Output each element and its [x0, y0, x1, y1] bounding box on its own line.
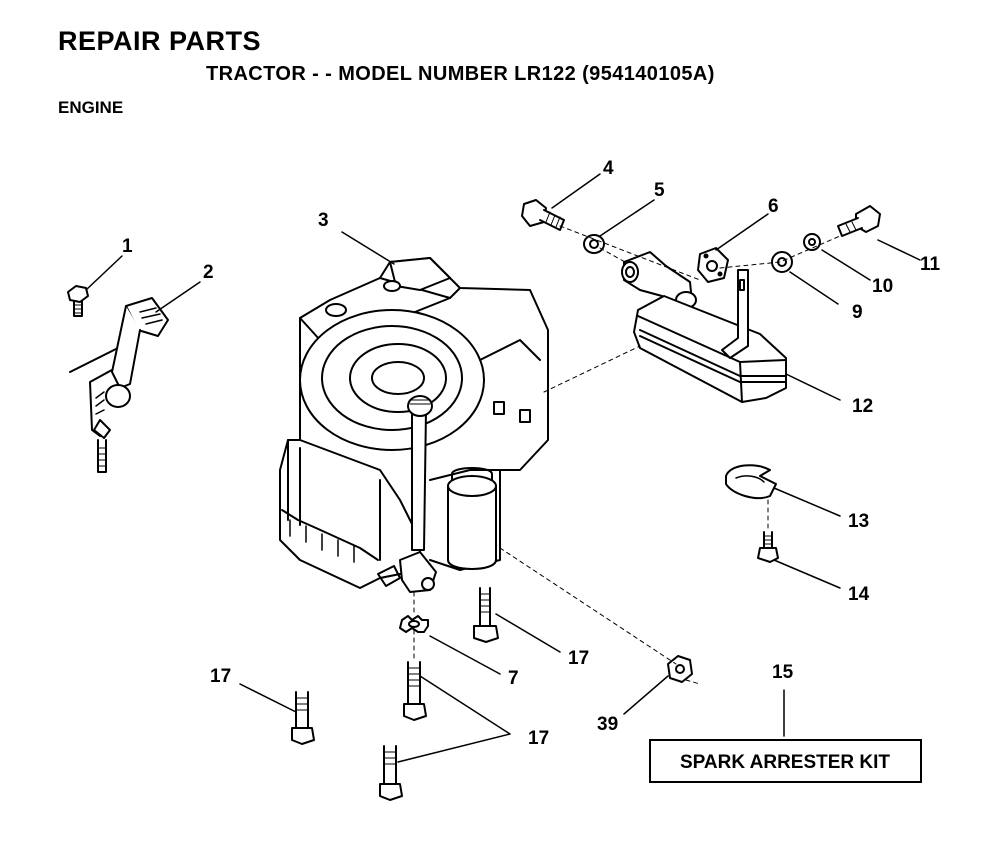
callout-39: 39 — [597, 714, 618, 735]
part-17-bolt-a — [473, 587, 499, 643]
part-13-shield — [725, 464, 777, 500]
part-12-muffler — [633, 269, 787, 403]
callout-15: 15 — [772, 662, 794, 683]
callout-5: 5 — [654, 180, 665, 201]
spark-arrester-kit-box: SPARK ARRESTER KIT — [649, 739, 922, 783]
callout-17-a: 17 — [568, 648, 589, 669]
part-4-bolt — [521, 199, 565, 231]
section-label: ENGINE — [58, 98, 124, 117]
callout-7: 7 — [508, 668, 519, 689]
part-17-bolt-b — [403, 661, 427, 721]
callout-3: 3 — [318, 210, 329, 231]
part-2-throttle-control — [69, 297, 169, 473]
part-5-washer — [583, 234, 605, 254]
callout-13: 13 — [848, 511, 869, 532]
callout-10: 10 — [872, 276, 893, 297]
part-1-bolt — [67, 285, 89, 317]
spark-arrester-kit-label: SPARK ARRESTER KIT — [680, 752, 890, 773]
part-10-lock-washer — [803, 233, 821, 251]
part-11-bolt — [837, 205, 881, 237]
callout-6: 6 — [768, 196, 779, 217]
callout-12: 12 — [852, 396, 873, 417]
part-17-bolt-d — [379, 745, 403, 801]
part-9-washer — [771, 251, 793, 273]
part-17-bolt-c — [291, 691, 315, 745]
callout-14: 14 — [848, 584, 870, 605]
part-7-star-washer — [399, 615, 429, 633]
callout-2: 2 — [203, 262, 214, 283]
exhaust-elbow — [621, 251, 697, 311]
callout-17-b: 17 — [210, 666, 231, 687]
alignment-lines — [413, 225, 841, 685]
callout-11: 11 — [920, 254, 941, 275]
part-14-screw — [757, 531, 779, 563]
callout-17-c: 17 — [528, 728, 549, 749]
callout-9: 9 — [852, 302, 863, 323]
part-6-gasket — [697, 247, 729, 283]
part-39-nut — [667, 655, 693, 683]
model-subtitle: TRACTOR - - MODEL NUMBER LR122 (95414010… — [206, 63, 715, 85]
page-title: REPAIR PARTS — [58, 26, 262, 56]
leader-lines — [85, 173, 921, 763]
part-3-engine — [279, 257, 549, 593]
callout-4: 4 — [603, 158, 614, 179]
callout-1: 1 — [122, 236, 133, 257]
